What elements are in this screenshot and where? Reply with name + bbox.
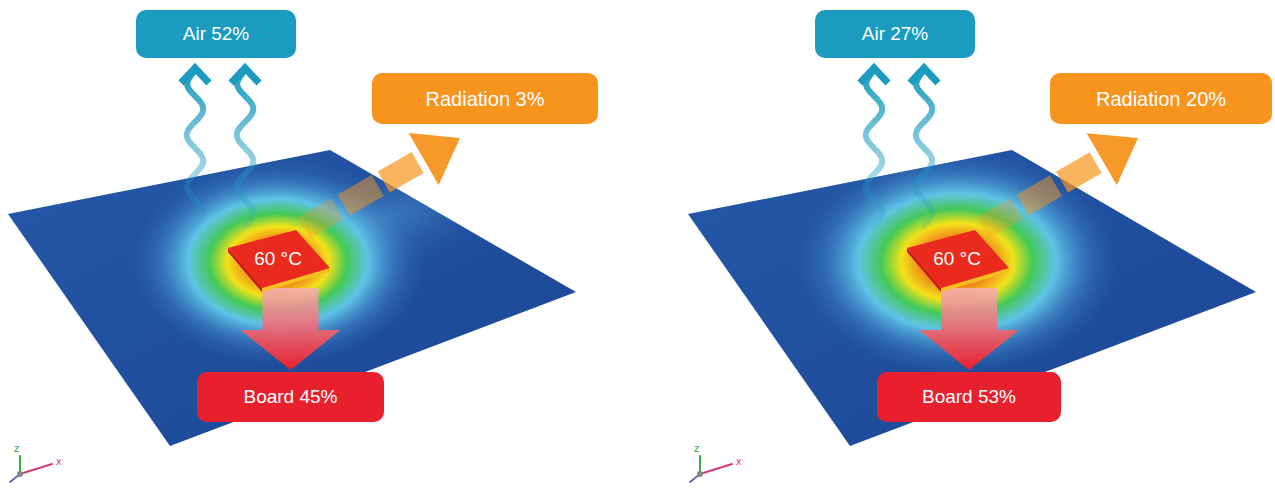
board-conduction-arrow	[919, 288, 1019, 370]
node-text: Board 45%	[243, 387, 337, 408]
heat-map	[792, 147, 1122, 377]
arrowhead	[181, 68, 209, 83]
chip-top	[228, 230, 330, 288]
axis-origin	[17, 471, 23, 477]
axis-triad	[10, 456, 732, 482]
board-heat-flow	[241, 288, 341, 370]
wavy-air-arrow	[866, 70, 882, 226]
rad-heat-flow	[983, 133, 1138, 228]
wavy-air-arrow	[187, 70, 203, 226]
pcb-board	[688, 147, 1256, 446]
radiation-dash	[1062, 163, 1096, 182]
node-text: Air 27%	[862, 24, 929, 45]
node-text: Board 53%	[922, 387, 1016, 408]
chip-top	[907, 230, 1009, 288]
radiation-share-box: Radiation 3%	[372, 73, 598, 124]
arrowhead	[860, 68, 888, 83]
axis-label: z	[694, 443, 700, 454]
arrowhead	[1087, 133, 1138, 185]
node-text: Air 52%	[183, 24, 250, 45]
pcb-board	[8, 115, 576, 446]
radiation-dash	[344, 185, 378, 205]
pcb-board	[8, 150, 576, 446]
arrowhead	[231, 68, 259, 83]
wavy-air-arrow	[237, 70, 253, 226]
radiation-dash	[384, 162, 418, 182]
node-text: 60 °C	[933, 249, 981, 270]
radiation-dash	[983, 209, 1017, 228]
radiation-dash	[1023, 186, 1057, 205]
axis-origin	[697, 471, 703, 477]
air-share-box: Air 27%	[815, 10, 975, 58]
wavy-air-arrow	[916, 70, 932, 226]
board-share-box: Board 45%	[197, 372, 384, 422]
node-text: Radiation 20%	[1096, 88, 1226, 110]
air-heat-flow	[181, 68, 259, 226]
node-text: 60 °C	[254, 249, 302, 270]
x-axis	[20, 464, 52, 474]
rad-heat-flow	[304, 133, 460, 228]
board-share-box: Board 53%	[877, 372, 1061, 422]
chip-temperature: 60 °C	[222, 226, 334, 292]
board-heat-flow	[919, 288, 1019, 370]
node-text: Radiation 3%	[426, 88, 545, 110]
axis-label: x	[56, 456, 62, 467]
air-share-box: Air 52%	[136, 10, 296, 58]
x-axis	[700, 464, 732, 474]
radiation-dash	[304, 208, 338, 228]
axis-label: x	[736, 456, 742, 467]
radiation-share-box: Radiation 20%	[1050, 73, 1272, 124]
board-conduction-arrow	[241, 288, 341, 370]
arrowhead	[409, 133, 460, 185]
chip-temperature: 60 °C	[901, 226, 1013, 292]
axis-label: z	[14, 443, 20, 454]
arrowhead	[910, 68, 938, 83]
air-heat-flow	[860, 68, 938, 226]
